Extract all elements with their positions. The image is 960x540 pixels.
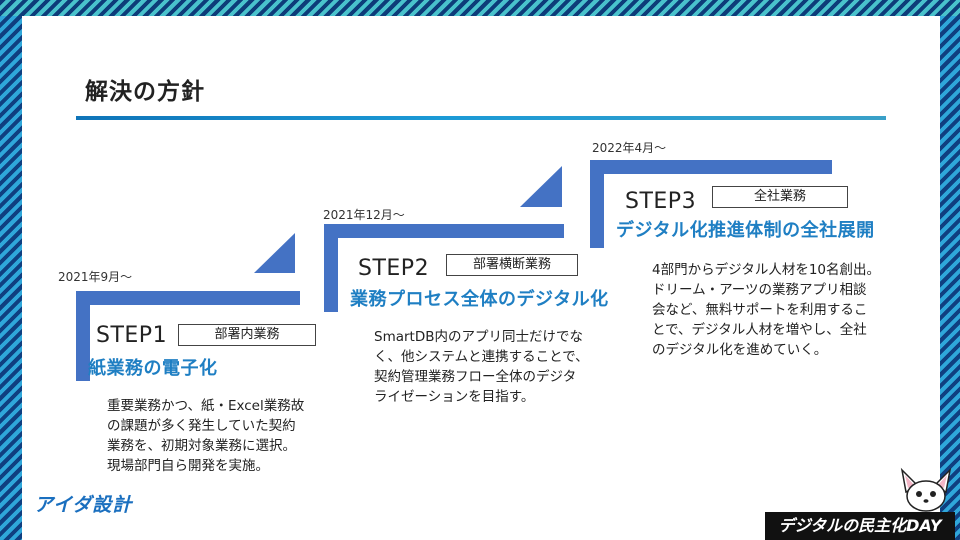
step1-bar-left xyxy=(76,291,90,381)
step2-bar-top xyxy=(324,224,564,238)
step3-heading: デジタル化推進体制の全社展開 xyxy=(616,220,875,241)
step1-scope-badge: 部署内業務 xyxy=(178,324,316,346)
slide-canvas xyxy=(22,16,940,540)
top-stripe-banner xyxy=(0,0,960,16)
step2-bar-left xyxy=(324,224,338,312)
step3-label: STEP3 xyxy=(625,189,697,214)
page-title: 解決の方針 xyxy=(85,79,205,105)
step2-arrow-triangle xyxy=(520,166,562,207)
step1-label: STEP1 xyxy=(96,323,168,348)
mascot-chihuahua-icon xyxy=(900,467,952,512)
step2-description: SmartDB内のアプリ同士だけでな く、他システムと連携することで、 契約管理… xyxy=(374,329,589,405)
step1-description: 重要業務かつ、紙・Excel業務故 の課題が多く発生していた契約 業務を、初期対… xyxy=(107,398,305,474)
step3-description: 4部門からデジタル人材を10名創出。 ドリーム・アーツの業務アプリ相談 会など、… xyxy=(652,262,880,358)
title-underline xyxy=(76,116,886,120)
step1-bar-top xyxy=(76,291,300,305)
step2-label: STEP2 xyxy=(358,256,430,281)
company-logo: アイダ設計 xyxy=(34,494,133,516)
step1-arrow-triangle xyxy=(254,233,295,273)
step3-scope-badge: 全社業務 xyxy=(712,186,848,208)
step1-date: 2021年9月～ xyxy=(58,270,133,284)
step2-heading: 業務プロセス全体のデジタル化 xyxy=(350,289,609,310)
step1-heading: 紙業務の電子化 xyxy=(88,358,218,379)
step2-scope-badge: 部署横断業務 xyxy=(446,254,578,276)
step3-date: 2022年4月～ xyxy=(592,141,667,155)
event-banner: デジタルの民主化DAY xyxy=(765,512,955,540)
step3-bar-left xyxy=(590,160,604,248)
step2-date: 2021年12月～ xyxy=(323,208,405,222)
step3-bar-top xyxy=(590,160,832,174)
